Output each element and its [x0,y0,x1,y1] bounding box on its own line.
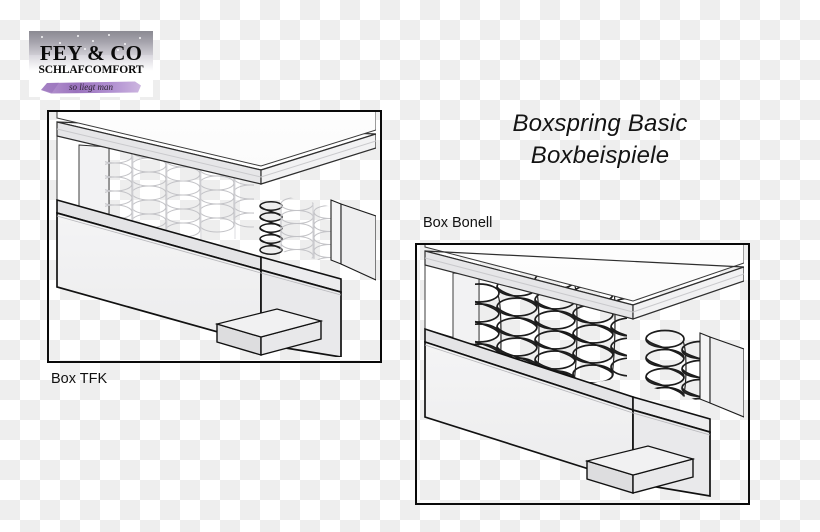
top-slab [424,245,744,320]
box-bonell-drawing [424,245,744,498]
bonell-spring-field-right [645,329,707,403]
figure-box-bonell [415,243,750,505]
top-slab [56,112,376,185]
logo-star-icon [41,36,43,38]
logo-star-icon [139,37,141,39]
logo-star-icon [84,48,86,50]
logo-star-icon [124,43,126,45]
pocket-spring-field-right [280,196,337,264]
logo-tagline: so liegt man [69,82,113,92]
box-tfk-drawing [56,112,376,357]
page-title: Boxspring Basic Boxbeispiele [455,108,745,172]
logo-star-icon [117,49,119,51]
figure-box-tfk [47,110,382,363]
exposed-coil-spring [259,201,283,255]
logo-wordmark: FEY & CO [39,41,143,65]
logo-star-icon [108,34,110,36]
caption-box-tfk: Box TFK [51,371,108,387]
title-line-2: Boxbeispiele [530,142,670,169]
logo-sky-gradient [29,31,153,55]
logo-star-icon [59,42,61,44]
logo-star-icon [77,35,79,37]
logo-subtitle: SCHLAFCOMFORT [38,64,144,76]
title-line-1: Boxspring Basic [512,110,688,137]
brand-logo: FEY & CO SCHLAFCOMFORT so liegt man [29,31,153,97]
logo-star-icon [92,40,94,42]
logo-brush-stroke [41,81,141,94]
logo-star-icon [50,47,52,49]
box-foot [214,308,324,356]
box-foot [584,445,696,494]
caption-box-bonell: Box Bonell [423,215,493,231]
